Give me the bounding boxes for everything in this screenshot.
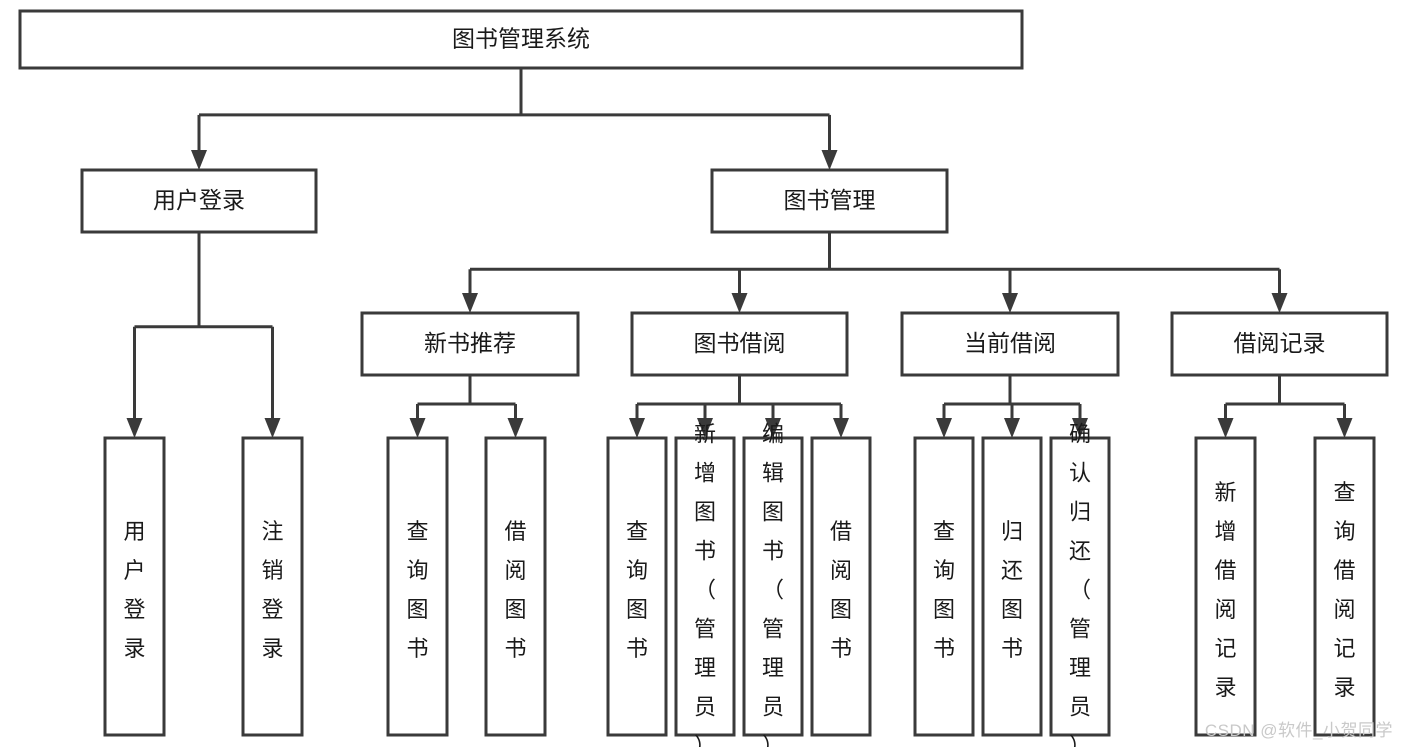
node-new-book-recommend[interactable]: 新书推荐 xyxy=(360,311,580,377)
node-box-current-borrow xyxy=(900,311,1120,377)
node-label-leaf-query-borrow-record: 查询借阅记录 xyxy=(1333,480,1355,700)
node-label-leaf-borrow-book: 借阅图书 xyxy=(830,519,852,661)
node-user-login[interactable]: 用户登录 xyxy=(80,168,318,234)
node-label-leaf-query-book-borrow: 查询图书 xyxy=(626,519,648,661)
node-borrow-record[interactable]: 借阅记录 xyxy=(1170,311,1389,377)
node-book-borrow[interactable]: 图书借阅 xyxy=(630,311,849,377)
node-label-root: 图书管理系统 xyxy=(452,26,590,52)
node-label-leaf-query-book-current: 查询图书 xyxy=(933,519,955,661)
connector-record-to-leaves xyxy=(1217,375,1353,438)
node-box-leaf-add-book-admin xyxy=(674,436,736,737)
node-label-current-borrow: 当前借阅 xyxy=(964,330,1056,356)
node-box-leaf-add-borrow-record xyxy=(1194,436,1257,737)
node-root[interactable]: 图书管理系统 xyxy=(18,9,1024,70)
connector-current-to-leaves xyxy=(936,375,1088,438)
node-box-root xyxy=(18,9,1024,70)
node-box-leaf-confirm-return-admin xyxy=(1049,436,1111,737)
connector-borrow-to-leaves xyxy=(629,375,849,438)
node-leaf-user-login[interactable]: 用户登录 xyxy=(103,436,166,737)
connector-root-to-level2 xyxy=(191,68,838,170)
connectors-layer xyxy=(126,68,1353,438)
node-box-borrow-record xyxy=(1170,311,1389,377)
node-box-leaf-borrow-book-recommend xyxy=(484,436,547,737)
node-leaf-confirm-return-admin[interactable]: 确认归还（管理员） xyxy=(1049,421,1111,747)
node-leaf-query-book-current[interactable]: 查询图书 xyxy=(913,436,975,737)
nodes-layer: 图书管理系统用户登录图书管理新书推荐图书借阅当前借阅借阅记录用户登录注销登录查询… xyxy=(18,9,1389,747)
node-label-leaf-confirm-return-admin: 确认归还（管理员） xyxy=(1069,421,1091,747)
node-label-book-borrow: 图书借阅 xyxy=(694,330,786,356)
node-label-leaf-borrow-book-recommend: 借阅图书 xyxy=(504,519,526,661)
node-label-leaf-logout: 注销登录 xyxy=(261,519,283,661)
node-box-leaf-query-book-current xyxy=(913,436,975,737)
node-box-leaf-logout xyxy=(241,436,304,737)
connector-userlogin-to-leaves xyxy=(126,232,281,438)
node-leaf-return-book[interactable]: 归还图书 xyxy=(981,436,1043,737)
node-label-book-management: 图书管理 xyxy=(784,187,876,213)
node-leaf-query-book-recommend[interactable]: 查询图书 xyxy=(386,436,449,737)
node-leaf-add-book-admin[interactable]: 新增图书（管理员） xyxy=(674,421,736,747)
node-leaf-query-book-borrow[interactable]: 查询图书 xyxy=(606,436,668,737)
node-box-new-book-recommend xyxy=(360,311,580,377)
node-box-leaf-user-login xyxy=(103,436,166,737)
node-leaf-edit-book-admin[interactable]: 编辑图书（管理员） xyxy=(742,421,804,747)
node-label-user-login: 用户登录 xyxy=(153,187,245,213)
node-leaf-add-borrow-record[interactable]: 新增借阅记录 xyxy=(1194,436,1257,737)
node-box-leaf-query-book-borrow xyxy=(606,436,668,737)
node-box-leaf-query-book-recommend xyxy=(386,436,449,737)
connector-bookmgmt-to-level3 xyxy=(462,232,1288,313)
node-box-leaf-query-borrow-record xyxy=(1313,436,1376,737)
node-leaf-borrow-book-recommend[interactable]: 借阅图书 xyxy=(484,436,547,737)
node-label-leaf-return-book: 归还图书 xyxy=(1001,519,1023,661)
node-box-leaf-edit-book-admin xyxy=(742,436,804,737)
node-box-leaf-return-book xyxy=(981,436,1043,737)
node-leaf-query-borrow-record[interactable]: 查询借阅记录 xyxy=(1313,436,1376,737)
node-box-leaf-borrow-book xyxy=(810,436,872,737)
node-leaf-borrow-book[interactable]: 借阅图书 xyxy=(810,436,872,737)
node-box-book-borrow xyxy=(630,311,849,377)
node-label-leaf-user-login: 用户登录 xyxy=(123,519,145,661)
node-leaf-logout[interactable]: 注销登录 xyxy=(241,436,304,737)
connector-recommend-to-leaves xyxy=(409,375,524,438)
node-label-new-book-recommend: 新书推荐 xyxy=(424,330,516,356)
node-current-borrow[interactable]: 当前借阅 xyxy=(900,311,1120,377)
node-label-leaf-add-borrow-record: 新增借阅记录 xyxy=(1214,480,1236,700)
node-label-leaf-query-book-recommend: 查询图书 xyxy=(406,519,428,661)
node-label-leaf-edit-book-admin: 编辑图书（管理员） xyxy=(762,421,784,747)
node-book-management[interactable]: 图书管理 xyxy=(710,168,949,234)
node-label-borrow-record: 借阅记录 xyxy=(1234,330,1326,356)
node-box-user-login xyxy=(80,168,318,234)
node-label-leaf-add-book-admin: 新增图书（管理员） xyxy=(694,421,716,747)
node-box-book-management xyxy=(710,168,949,234)
